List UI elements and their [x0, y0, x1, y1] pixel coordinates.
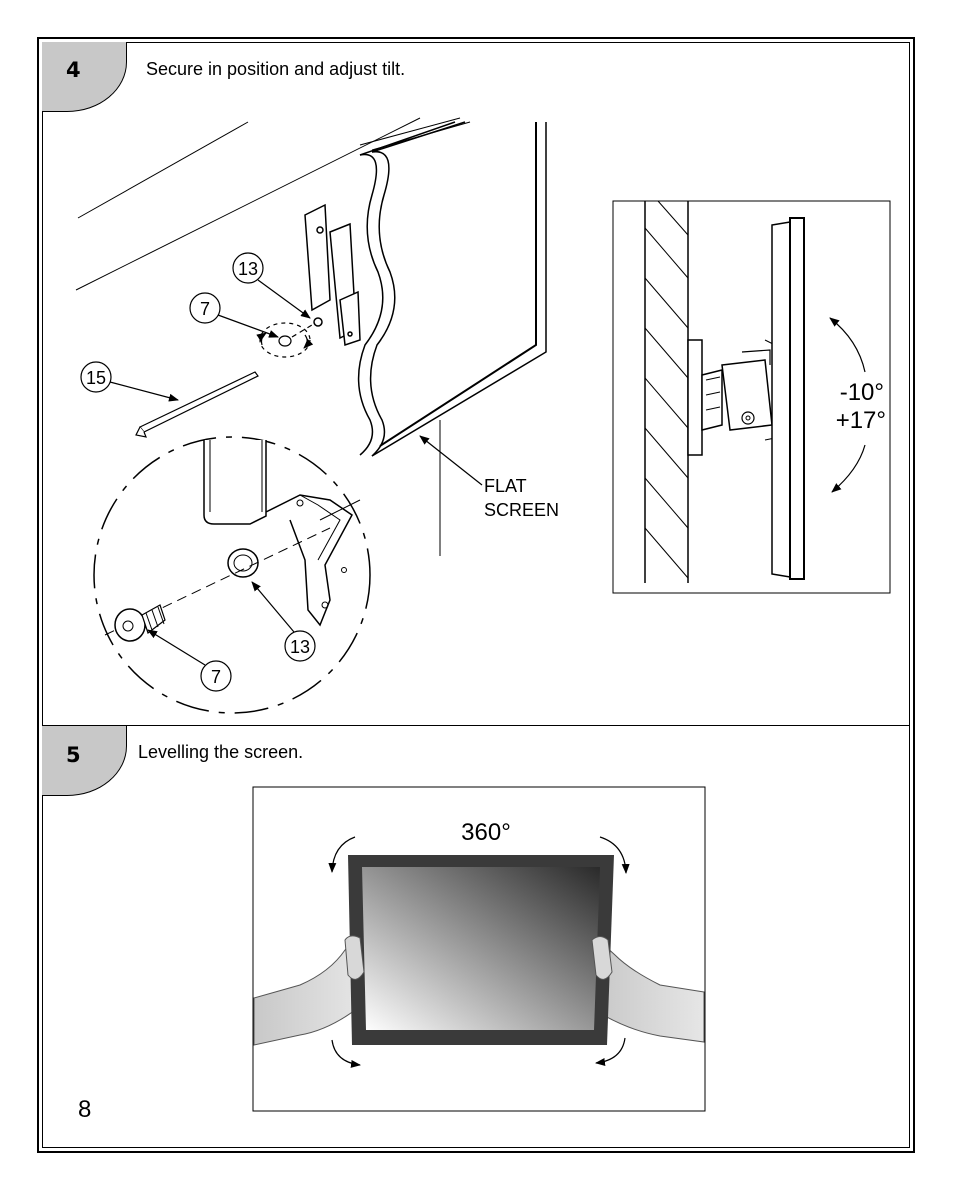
rotation-label: 360°: [461, 819, 511, 846]
levelling-screen: [362, 867, 600, 1030]
flat-screen-label-line1: FLAT: [484, 476, 527, 496]
step-divider: [42, 725, 910, 726]
callout-13-detail-label: 13: [290, 637, 310, 657]
hex-key: [135, 371, 259, 438]
step-5-title: Levelling the screen.: [138, 742, 304, 762]
callout-13-top-label: 13: [238, 259, 258, 279]
tilt-side-view: [612, 200, 891, 594]
step-5-number: 5: [66, 743, 82, 767]
callout-7-top: [189, 292, 221, 324]
step-4-title: Secure in position and adjust tilt.: [146, 59, 406, 79]
tilt-range-plus: +17°: [836, 407, 886, 434]
callout-7-detail: [200, 660, 232, 692]
callout-13-top: [232, 252, 264, 284]
left-thumb: [344, 935, 365, 980]
flat-screen-label-line2: SCREEN: [484, 500, 559, 520]
page-number: 8: [78, 1096, 92, 1123]
step-4-number: 4: [66, 58, 82, 82]
right-thumb: [591, 936, 613, 980]
rotation-arrows: [328, 836, 630, 1068]
tilt-bracket: [304, 203, 361, 347]
callout-13-detail: [284, 630, 316, 662]
callout-7-top-label: 7: [200, 299, 210, 319]
callouts-detail: [147, 581, 316, 692]
callout-7-detail-label: 7: [211, 667, 221, 687]
callout-15: [80, 361, 112, 393]
page-outer-border: [37, 37, 915, 1153]
page-inner-border: [42, 42, 910, 1148]
flat-screen-panel: [357, 121, 547, 556]
callouts-top: [80, 252, 311, 402]
tilt-range-minus: -10°: [840, 379, 884, 406]
callout-15-label: 15: [86, 368, 106, 388]
detail-magnifier: [93, 436, 371, 714]
